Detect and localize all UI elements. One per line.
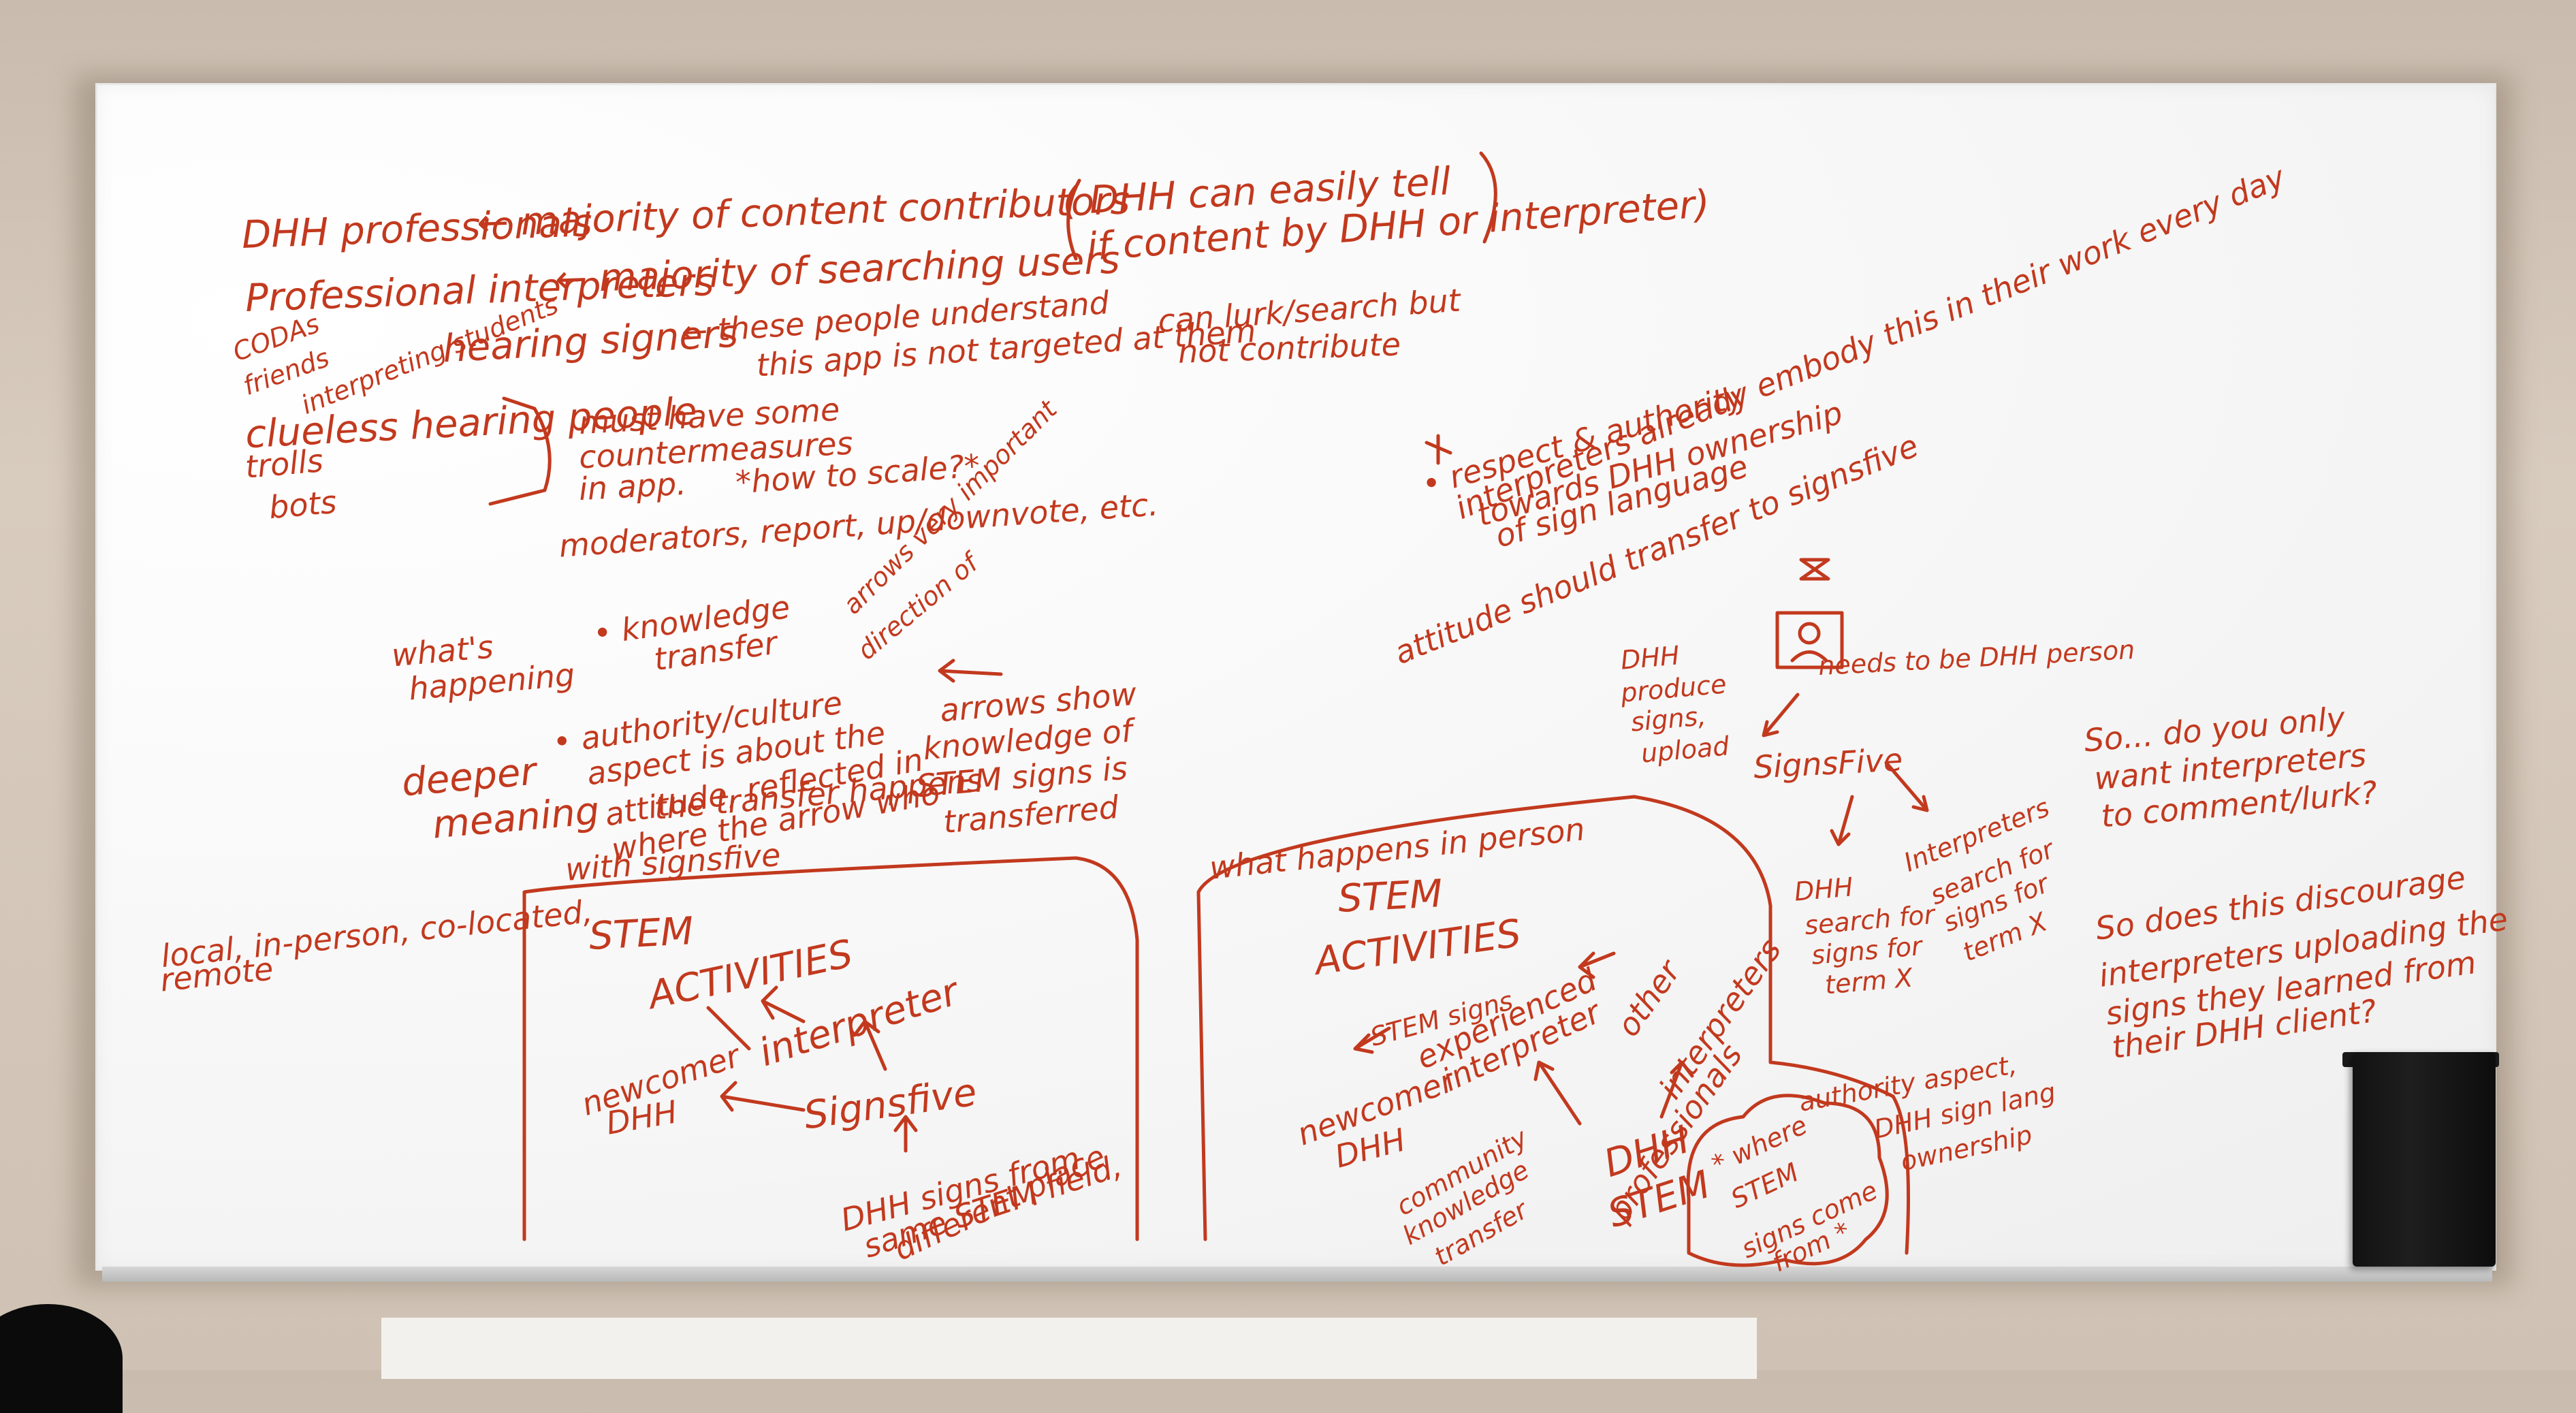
flow-arrow-down <box>1762 693 1800 737</box>
flow-arrow-int <box>1884 761 1929 812</box>
flow-dhh: DHH <box>1619 640 1681 676</box>
person-icon-body <box>1790 650 1828 663</box>
paren-right <box>1479 151 1497 244</box>
d2-arrow-newcomer <box>1353 1026 1391 1054</box>
marker-drawings <box>488 151 1929 1267</box>
asterisk-mark <box>1425 434 1452 465</box>
d2-arrow-other <box>1659 1060 1694 1119</box>
paren-left <box>1066 178 1081 261</box>
not-contribute: not contribute <box>1177 326 1401 370</box>
thought-cloud <box>1686 1094 1889 1267</box>
in-app: in app. <box>577 464 688 508</box>
d1-arrow-newcomer <box>720 1081 806 1112</box>
d1-arrow-interpreter <box>853 1019 887 1071</box>
d2-arrow-dhh-up <box>1533 1060 1582 1126</box>
d2-arrow-experienced <box>1578 951 1616 979</box>
d1-arrow-signsfive <box>893 1115 918 1153</box>
brace-bracket <box>488 396 552 506</box>
d1-arrow-int <box>706 1006 751 1051</box>
flow-signsfive: SignsFive <box>1752 741 1904 786</box>
trolls: trolls <box>243 442 325 486</box>
person-icon-head <box>1798 622 1821 645</box>
person-icon <box>1775 611 1844 669</box>
whiteboard-tray <box>102 1267 2492 1282</box>
flow-dhh-b: DHH <box>1793 872 1855 907</box>
d1-stem: STEM <box>588 909 695 959</box>
diagram1-box <box>522 856 1139 1241</box>
whiteboard <box>95 83 2496 1271</box>
arrows-show-pointer <box>938 658 1003 683</box>
d2-stem: STEM <box>1337 872 1444 921</box>
flow-arrow-dhh <box>1830 795 1854 846</box>
wall-speaker <box>2353 1052 2496 1267</box>
bowtie-icon <box>1799 558 1830 581</box>
d1-arrow-top <box>761 985 806 1023</box>
bots: bots <box>267 483 338 526</box>
foreground-panel <box>381 1318 1757 1379</box>
diagram2-box <box>1196 795 1910 1255</box>
